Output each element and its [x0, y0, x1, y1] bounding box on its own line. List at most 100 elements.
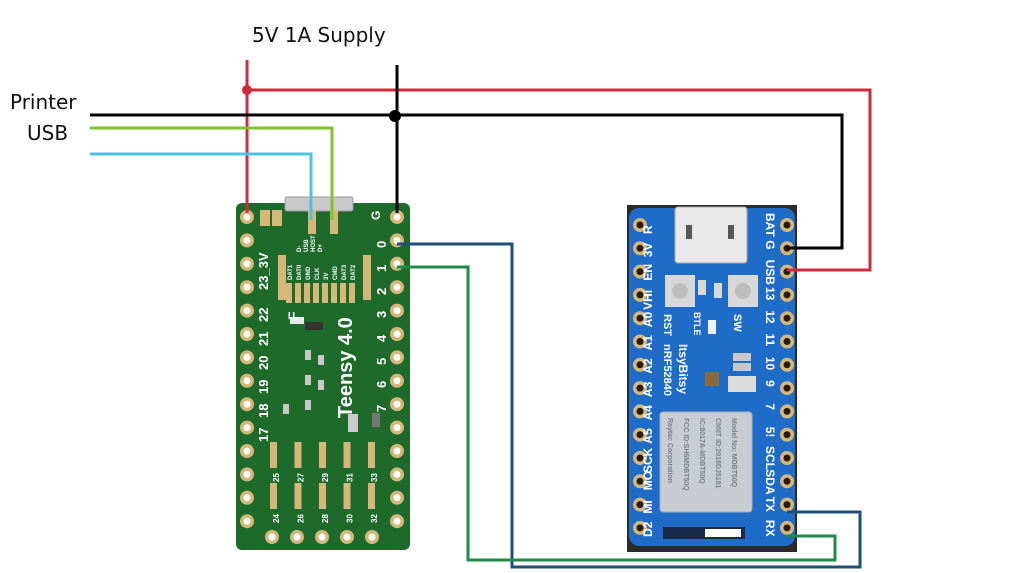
itsy-left-pin-label: A2 [641, 358, 655, 374]
ground-wire-printer [90, 113, 844, 250]
teensy-pin-hole [243, 377, 251, 385]
teensy-label-1: 1 [374, 265, 389, 272]
itsy-right-pin-label: SDA [763, 469, 777, 495]
itsy-left-pin-label: A3 [641, 381, 655, 397]
serial-wire-teensy1-to-rx [397, 265, 837, 562]
itsy-pin-hole [636, 407, 644, 415]
usb-host-dplus-wire [90, 126, 334, 220]
teensy-component [290, 317, 304, 324]
teensy-usb-connector [284, 196, 354, 212]
teensy-component [305, 322, 323, 330]
teensy-bottom-label: 27 [297, 473, 306, 482]
teensy-name-label: Teensy 4.0 [335, 317, 357, 418]
teensy-bottom-label: 29 [321, 473, 330, 482]
teensy-sd-label: CLK [315, 267, 321, 280]
teensy-pin-hole [243, 447, 251, 455]
itsy-antenna-white [705, 529, 741, 537]
teensy-component [348, 414, 358, 432]
teensy-top-pad [272, 210, 282, 226]
teensy-sd-pad [313, 283, 319, 303]
teensy-pin-hole [243, 424, 251, 432]
teensy-pin-hole [393, 494, 401, 502]
itsybitsy-usb-connector [674, 206, 748, 264]
module-text-line: Model No: MDBT50Q [730, 418, 737, 488]
teensy-sd-label: DAT0 [297, 264, 303, 280]
itsy-pin-hole [783, 384, 791, 392]
teensy-sd-label: DAT2 [351, 264, 357, 280]
itsy-right-pin-label: 11 [763, 334, 777, 347]
teensy-pin-hole [393, 470, 401, 478]
teensy-pin-hole [318, 533, 326, 541]
teensy-usb-label: D- [297, 246, 303, 252]
teensy-pin-hole [393, 377, 401, 385]
teensy-sd-pad [322, 283, 328, 303]
itsy-right-pin-label: 12 [763, 310, 777, 324]
itsy-chip-label: nRF52840 [661, 344, 673, 396]
teensy-pin-hole [393, 353, 401, 361]
itsy-pin-hole [636, 384, 644, 392]
teensy-pin-hole [243, 283, 251, 291]
module-text-line: CMIIT ID:2018DJ5181 [714, 418, 721, 489]
teensy-sd-label: DAT1 [288, 264, 294, 280]
teensy-pin-hole [393, 307, 401, 315]
usb-slot [728, 225, 734, 239]
itsy-left-pin-label: D2 [641, 521, 655, 537]
teensy-label-0: 0 [374, 241, 389, 248]
usb-host-pad [308, 210, 316, 234]
teensy-left-pin-label: 23_3V [256, 252, 271, 290]
itsy-right-pin-label: SCL [763, 446, 777, 470]
teensy-sd-label: CMD [333, 266, 339, 280]
teensy-bottom-pad [294, 483, 302, 509]
btle-led [708, 320, 716, 334]
itsy-pin-hole [783, 431, 791, 439]
module-text-line: Raytac Corporation [666, 418, 673, 483]
rst-label: RST [661, 314, 673, 336]
itsy-pin-hole [636, 431, 644, 439]
teensy-sd-pad [304, 283, 310, 303]
itsy-pin-hole [636, 338, 644, 345]
usb-host-dminus-wire [90, 152, 313, 220]
power-wire-to-itsybitsy [247, 88, 872, 272]
itsy-resistor [698, 280, 706, 295]
teensy-usb-label: D+ [318, 244, 324, 252]
teensy-pin-hole [393, 330, 401, 338]
teensy-bottom-pad [368, 483, 375, 509]
teensy-pin-hole [393, 447, 401, 455]
teensy-right-pin-label: 6 [374, 381, 389, 388]
itsy-pin-hole [636, 244, 644, 252]
itsy-right-pin-label: 9 [763, 380, 777, 387]
itsy-pin-hole [783, 524, 791, 532]
itsy-right-pin-label: BAT [763, 213, 777, 237]
itsy-right-pin-label: 13 [763, 287, 777, 301]
teensy-bottom-label: 25 [272, 473, 281, 482]
itsy-left-pin-label: MO [641, 471, 655, 490]
sw-label: SW [731, 314, 743, 332]
teensy-pin-hole [243, 400, 251, 408]
teensy-pin-hole [268, 533, 276, 541]
teensy-pin-hole [343, 533, 351, 541]
itsy-pin-hole [636, 524, 644, 532]
supply-label: 5V 1A Supply [252, 23, 386, 47]
itsy-pin-hole [783, 221, 791, 229]
teensy-pin-hole [243, 517, 251, 525]
teensy-right-pin-label: 4 [374, 334, 389, 342]
teensy-pin-hole [243, 236, 251, 244]
teensy-sd-pad [286, 283, 292, 303]
usb-slot [686, 225, 692, 239]
teensy-pin-hole [243, 353, 251, 361]
itsy-crystal [728, 376, 756, 392]
itsy-left-pin-label: VHi [641, 290, 655, 310]
power-junction [242, 85, 252, 95]
teensy-pin-hole [243, 307, 251, 315]
teensy-bottom-pad [319, 483, 326, 509]
itsy-pin-hole [783, 291, 791, 299]
teensy-bottom-pad [368, 442, 375, 468]
itsy-right-pin-label: USB [763, 260, 777, 286]
teensy-component [372, 413, 380, 427]
teensy-sd-pad [363, 255, 371, 300]
teensy-right-pin-label: 3 [374, 311, 389, 318]
itsy-pin-hole [636, 454, 644, 462]
